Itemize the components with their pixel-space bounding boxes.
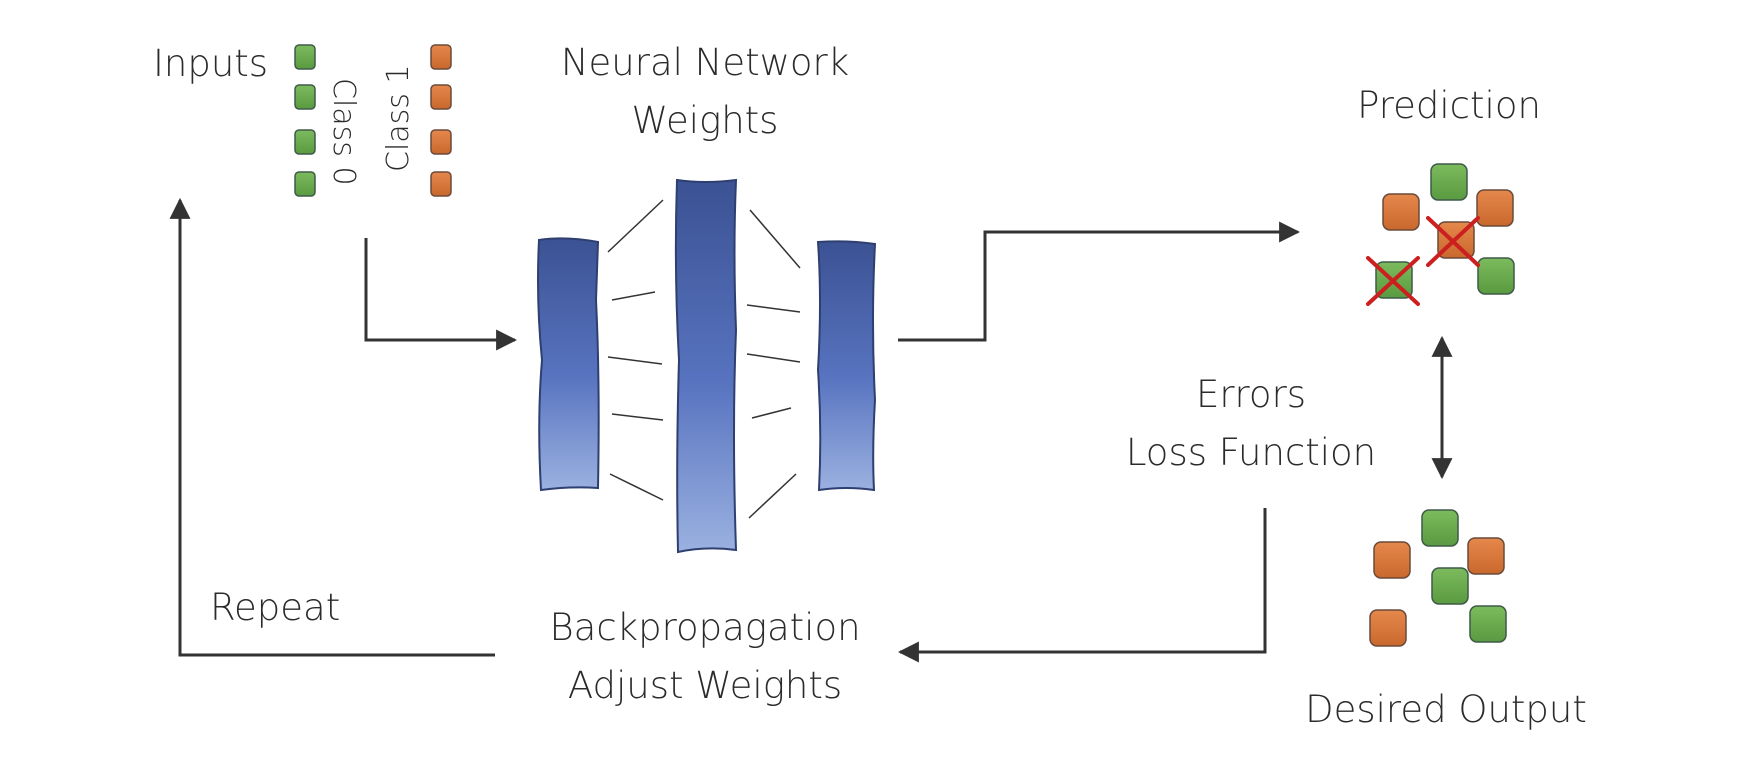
adjust-weights-label: Adjust Weights bbox=[568, 664, 842, 707]
prediction-class0-square bbox=[1477, 257, 1515, 295]
loss-to-backprop-arrow bbox=[897, 508, 1267, 663]
prediction-class1-square bbox=[1476, 189, 1514, 227]
desired-class0-square bbox=[1431, 567, 1469, 605]
desired-class1-square bbox=[1369, 609, 1407, 647]
input-class0-square bbox=[294, 171, 316, 197]
connection-line bbox=[611, 413, 664, 421]
connection-line bbox=[751, 407, 792, 419]
class-1-label: Class 1 bbox=[381, 64, 416, 172]
desired-class1-square bbox=[1467, 537, 1505, 575]
network-title-line1: Neural Network bbox=[561, 41, 849, 84]
connection-line bbox=[611, 291, 656, 301]
connection-line bbox=[607, 356, 663, 365]
connection-line bbox=[746, 304, 801, 313]
desired-class0-square bbox=[1469, 605, 1507, 643]
input-class1-square bbox=[430, 84, 452, 110]
output-layer-bar bbox=[816, 240, 877, 492]
loss-function-label: Loss Function bbox=[1126, 431, 1376, 474]
input-class1-squares bbox=[430, 44, 452, 197]
input-layer-bar bbox=[537, 237, 600, 492]
inputs-label: Inputs bbox=[153, 42, 268, 85]
class-0-label: Class 0 bbox=[326, 78, 361, 186]
x-mark-icon bbox=[1426, 216, 1480, 267]
connection-line bbox=[748, 473, 797, 519]
input-class0-squares bbox=[294, 44, 316, 197]
input-class0-square bbox=[294, 44, 316, 70]
network-title-line2: Weights bbox=[632, 99, 779, 142]
desired-class0-square bbox=[1421, 509, 1459, 547]
input-class1-square bbox=[430, 44, 452, 70]
network-connections bbox=[607, 199, 801, 519]
prediction-label: Prediction bbox=[1357, 84, 1541, 127]
hidden-layer-bar bbox=[674, 178, 738, 554]
connection-line bbox=[607, 199, 664, 253]
input-to-network-arrow bbox=[364, 238, 518, 351]
input-class1-square bbox=[430, 171, 452, 197]
input-class0-square bbox=[294, 84, 316, 110]
backprop-label: Backpropagation bbox=[549, 606, 860, 649]
desired-output-label: Desired Output bbox=[1305, 688, 1587, 731]
repeat-label: Repeat bbox=[210, 586, 340, 629]
connection-line bbox=[746, 353, 801, 363]
input-class1-square bbox=[430, 129, 452, 155]
network-layers bbox=[537, 178, 877, 554]
network-to-prediction-arrow bbox=[898, 221, 1301, 342]
prediction-class0-square bbox=[1430, 163, 1468, 201]
repeat-arrow bbox=[169, 197, 495, 657]
x-mark-icon bbox=[1366, 256, 1420, 306]
desired-output-squares bbox=[1369, 509, 1507, 647]
connection-line bbox=[749, 209, 801, 269]
connection-line bbox=[609, 473, 664, 501]
prediction-class1-square bbox=[1382, 193, 1420, 231]
input-class0-square bbox=[294, 129, 316, 155]
desired-class1-square bbox=[1373, 541, 1411, 579]
errors-label: Errors bbox=[1196, 373, 1306, 416]
